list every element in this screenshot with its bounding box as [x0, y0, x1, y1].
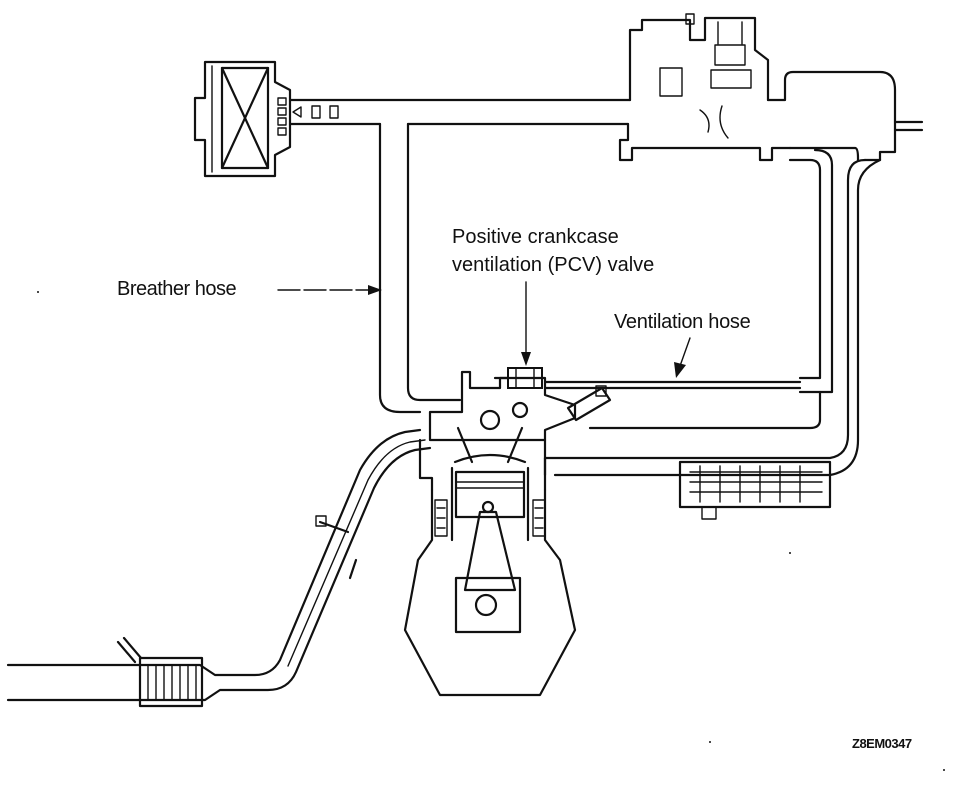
- ventilation-hose-label: Ventilation hose: [614, 311, 751, 333]
- pcv-valve-label-line1: Positive crankcase: [452, 226, 619, 248]
- engine: [403, 370, 612, 697]
- ventilation-hose-leader: [674, 337, 691, 378]
- breather-hose: [378, 122, 462, 414]
- breather-hose-leader: [277, 285, 382, 295]
- pcv-valve-leader: [521, 281, 531, 366]
- air-cleaner: [193, 60, 292, 178]
- breather-hose-label: Breather hose: [117, 278, 237, 300]
- ventilation-hose: [543, 148, 834, 430]
- throttle-body: [618, 13, 792, 162]
- pcv-valve-label-line2: ventilation (PCV) valve: [452, 254, 655, 276]
- exhaust-pipe: [6, 428, 432, 708]
- surge-tank: [543, 70, 924, 477]
- figure-code: Z8EM0347: [852, 736, 912, 751]
- air-intake-duct: [288, 98, 632, 126]
- intake-manifold: [543, 456, 832, 520]
